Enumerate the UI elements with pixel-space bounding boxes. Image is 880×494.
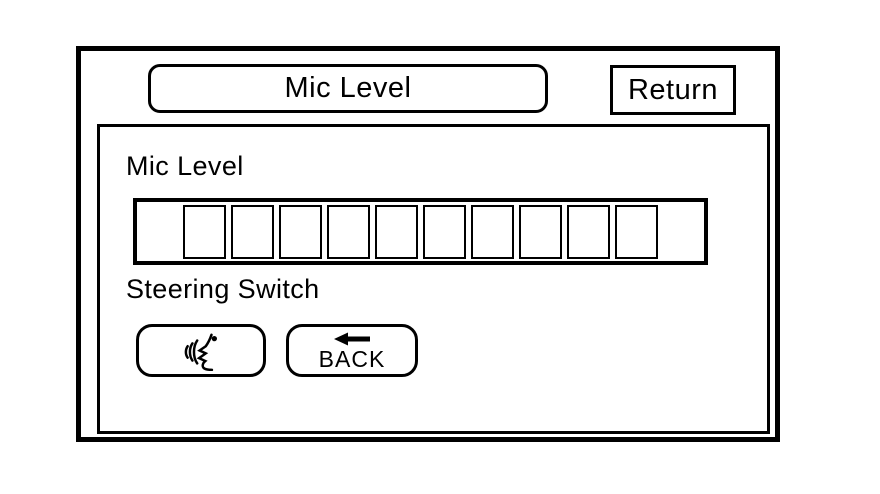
voice-recognition-button[interactable] bbox=[136, 324, 266, 377]
mic-level-segment-5[interactable] bbox=[375, 204, 418, 259]
page-title: Mic Level bbox=[148, 64, 548, 113]
screen-frame: Mic Level Return Mic Level Steering Swit… bbox=[76, 46, 780, 442]
mic-level-segment-6[interactable] bbox=[423, 204, 466, 259]
mic-level-segment-9[interactable] bbox=[567, 204, 610, 259]
return-button[interactable]: Return bbox=[610, 65, 736, 115]
mic-settings-panel: Mic Level Steering Switch BACK bbox=[97, 124, 770, 434]
mic-level-label: Mic Level bbox=[126, 151, 244, 181]
page-title-text: Mic Level bbox=[284, 72, 412, 104]
mic-level-segment-4[interactable] bbox=[327, 204, 370, 259]
left-arrow-icon bbox=[334, 332, 370, 346]
mic-level-segment-8[interactable] bbox=[519, 204, 562, 259]
back-button-label: BACK bbox=[318, 346, 386, 372]
mic-level-segment-3[interactable] bbox=[279, 204, 322, 259]
mic-level-segment-7[interactable] bbox=[471, 204, 514, 259]
mic-level-bar[interactable] bbox=[133, 198, 708, 265]
back-button[interactable]: BACK bbox=[286, 324, 418, 377]
mic-level-segment-1[interactable] bbox=[183, 204, 226, 259]
mic-level-segment-10[interactable] bbox=[615, 204, 658, 259]
mic-level-segment-2[interactable] bbox=[231, 204, 274, 259]
steering-switch-label: Steering Switch bbox=[126, 274, 320, 304]
voice-recognition-icon bbox=[184, 333, 217, 371]
return-button-label: Return bbox=[627, 73, 719, 106]
